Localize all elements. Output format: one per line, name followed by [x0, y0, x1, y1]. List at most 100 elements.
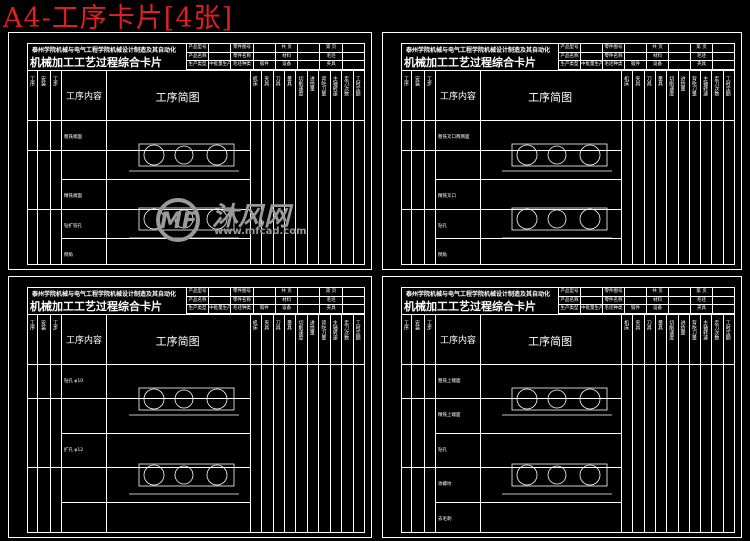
header-cell: 中批量生产 — [580, 61, 603, 70]
col-fixture: 夹具 — [263, 76, 270, 86]
header-cell — [341, 296, 364, 306]
process-card: 泰州学院机械与电气工程学院机械设计制造及其自动化 机械加工工艺过程综合卡片 产品… — [382, 32, 742, 270]
header-cell — [624, 44, 647, 53]
header-cell: 夹具 — [690, 61, 712, 70]
header-cell — [341, 52, 364, 62]
step-text: 粗铣端面 — [64, 135, 82, 140]
header-cell — [208, 52, 231, 62]
col-rpm: 主轴转速 — [331, 76, 338, 96]
col-fixture: 夹具 — [634, 320, 641, 330]
header-cell — [668, 296, 690, 306]
header-cell — [252, 296, 275, 306]
step-text: 粗铣上端面 — [438, 379, 461, 384]
header-cell — [668, 305, 690, 314]
header-cell — [624, 52, 647, 62]
header-cell — [297, 52, 320, 62]
col-tool: 刀具 — [274, 320, 281, 330]
header-cell — [668, 44, 690, 53]
header-cell: 夹具 — [319, 305, 342, 314]
header-cell: 毛坯 — [690, 52, 712, 62]
col-time: 工时定额 — [724, 76, 731, 96]
header-cell — [712, 305, 734, 314]
col-rpm: 主轴转速 — [702, 76, 709, 96]
header-cell: 材料 — [646, 52, 668, 62]
header-cell — [580, 44, 603, 53]
header-cell — [668, 61, 690, 70]
col-feed: 进给量 — [679, 76, 686, 91]
step-text: 钻孔 φ10 — [64, 379, 84, 384]
col-sketch: 工序简图 — [155, 91, 200, 104]
header-cell — [252, 288, 275, 297]
col-step: 工步 — [426, 76, 432, 86]
header-cell: 零件名称 — [602, 296, 625, 306]
step-text: 扩孔 φ12 — [64, 447, 84, 453]
header-cell — [297, 305, 320, 314]
card-table: 泰州学院机械与电气工程学院机械设计制造及其自动化 机械加工工艺过程综合卡片 产品… — [27, 43, 365, 265]
col-gauge: 量具 — [286, 320, 293, 330]
part-sketch — [501, 143, 612, 239]
header-cell: 锻件 — [624, 305, 647, 314]
col-process: 工序 — [29, 320, 35, 330]
header-cell — [297, 44, 320, 53]
header-cell: 产品名称 — [558, 52, 581, 62]
header-cell — [712, 52, 734, 62]
card-table: 泰州学院机械与电气工程学院机械设计制造及其自动化 机械加工工艺过程综合卡片 产品… — [27, 287, 365, 533]
header-cell — [580, 288, 603, 297]
card-title: 机械加工工艺过程综合卡片 — [404, 56, 536, 69]
step-text: 去毛刺 — [438, 516, 452, 522]
process-card: 泰州学院机械与电气工程学院机械设计制造及其自动化 机械加工工艺过程综合卡片 产品… — [8, 32, 372, 270]
col-fixture: 夹具 — [263, 320, 270, 330]
header-cell — [668, 52, 690, 62]
header-cell: 材料 — [274, 52, 298, 62]
col-install: 安装 — [40, 76, 46, 86]
col-time: 工时定额 — [354, 320, 361, 340]
col-process: 工序 — [29, 76, 35, 86]
school-name: 泰州学院机械与电气工程学院机械设计制造及其自动化 — [32, 47, 177, 54]
card-title: 机械加工工艺过程综合卡片 — [30, 300, 162, 313]
col-tool: 刀具 — [274, 76, 281, 86]
header-cell: 设备 — [646, 305, 668, 314]
header-cell — [252, 44, 275, 53]
step-text: 倒角 — [64, 253, 73, 259]
header-cell: 毛坯 — [319, 296, 342, 306]
header-cell: 材料 — [646, 296, 668, 306]
header-cell: 锻件 — [252, 305, 275, 314]
col-time: 工时定额 — [354, 76, 361, 96]
header-cell: 零件名称 — [230, 52, 253, 62]
header-cell: 产品型号 — [558, 44, 581, 53]
step-text: 攻螺纹 — [438, 482, 452, 488]
card-header: 泰州学院机械与电气工程学院机械设计制造及其自动化 机械加工工艺过程综合卡片 产品… — [28, 44, 364, 71]
col-machine: 机床 — [623, 76, 630, 86]
header-cell: 第 页 — [690, 288, 712, 297]
header-cell — [297, 288, 320, 297]
card-title: 机械加工工艺过程综合卡片 — [404, 300, 536, 313]
header-cell — [252, 52, 275, 62]
col-depth: 背吃刀量 — [320, 320, 327, 340]
col-feed: 进给量 — [679, 320, 686, 335]
header-cell: 产品名称 — [185, 296, 209, 306]
col-fixture: 夹具 — [634, 76, 641, 86]
header-cell — [341, 61, 364, 70]
part-sketch — [128, 387, 239, 495]
header-cell — [341, 44, 364, 53]
header-cell: 产品名称 — [558, 296, 581, 306]
header-cell — [297, 61, 320, 70]
header-cell: 零件名称 — [602, 52, 625, 62]
school-name: 泰州学院机械与电气工程学院机械设计制造及其自动化 — [406, 291, 551, 298]
header-cell: 生产类型 — [558, 305, 581, 314]
col-feed: 进给量 — [308, 76, 315, 91]
col-depth: 背吃刀量 — [690, 76, 697, 96]
header-cell: 零件图号 — [602, 44, 625, 53]
header-cell — [580, 52, 603, 62]
col-passes: 走刀次数 — [713, 320, 720, 340]
header-cell: 毛坯种类 — [230, 305, 253, 314]
col-step: 工步 — [52, 320, 58, 330]
header-cell: 设备 — [646, 61, 668, 70]
part-sketch — [501, 387, 612, 495]
card-header: 泰州学院机械与电气工程学院机械设计制造及其自动化 机械加工工艺过程综合卡片 产品… — [402, 44, 734, 71]
col-time: 工时定额 — [724, 320, 731, 340]
header-cell: 零件图号 — [602, 288, 625, 297]
step-text: 钻孔 — [438, 447, 447, 453]
col-process: 工序 — [403, 320, 409, 330]
col-depth: 背吃刀量 — [690, 320, 697, 340]
